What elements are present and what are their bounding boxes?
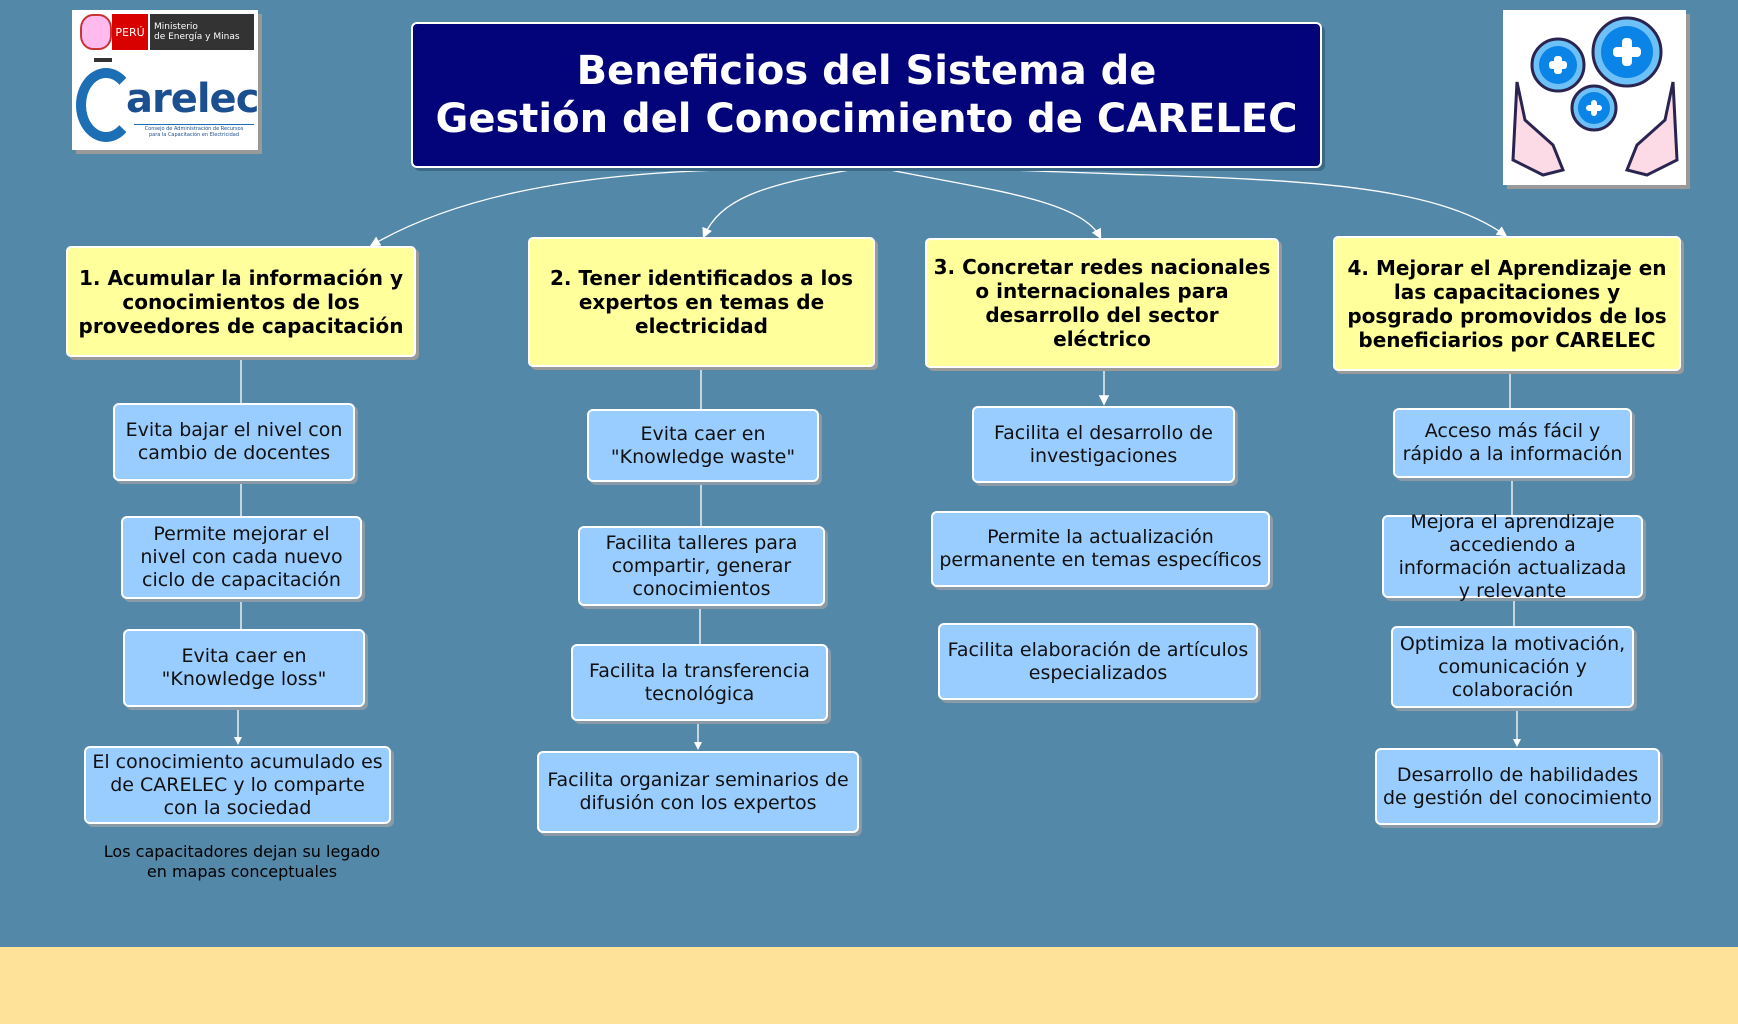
- benefit-node: Facilita la transferencia tecnológica: [571, 644, 828, 721]
- benefit-node: Acceso más fácil y rápido a la informaci…: [1393, 408, 1632, 478]
- peru-label: PERÚ: [112, 14, 148, 50]
- benefit-node: Facilita el desarrollo de investigacione…: [972, 406, 1235, 483]
- column-header-4: 4. Mejorar el Aprendizaje en las capacit…: [1333, 236, 1681, 371]
- hands-with-plus-icon: [1503, 10, 1686, 185]
- footer-band: [0, 947, 1738, 1024]
- brand-text: arelec: [126, 76, 259, 122]
- column-header-1: 1. Acumular la información y conocimient…: [66, 246, 416, 357]
- benefit-node: Permite mejorar el nivel con cada nuevo …: [121, 516, 362, 599]
- column-header-2: 2. Tener identificados a los expertos en…: [528, 237, 875, 367]
- benefit-node: Desarrollo de habilidades de gestión del…: [1375, 748, 1660, 825]
- benefit-node: Evita caer en "Knowledge waste": [587, 409, 819, 482]
- benefit-node: Facilita talleres para compartir, genera…: [578, 526, 825, 606]
- benefit-node: Mejora el aprendizaje accediendo a infor…: [1382, 511, 1643, 602]
- column-caption: Los capacitadores dejan su legado en map…: [103, 842, 381, 881]
- benefit-node: Evita bajar el nivel con cambio de docen…: [113, 403, 355, 481]
- carelec-c-mark-icon: [76, 68, 136, 142]
- column-header-3: 3. Concretar redes nacionales o internac…: [925, 238, 1279, 368]
- benefit-node: Facilita organizar seminarios de difusió…: [537, 751, 859, 833]
- benefit-node: El conocimiento acumulado es de CARELEC …: [84, 746, 391, 824]
- benefit-node: Optimiza la motivación, comunicación y c…: [1391, 626, 1634, 708]
- benefit-node: Evita caer en "Knowledge loss": [123, 629, 365, 707]
- benefit-node: Permite la actualización permanente en t…: [931, 511, 1270, 587]
- peru-coat-of-arms-icon: [80, 14, 112, 50]
- benefit-node: Facilita elaboración de artículos especi…: [938, 623, 1258, 700]
